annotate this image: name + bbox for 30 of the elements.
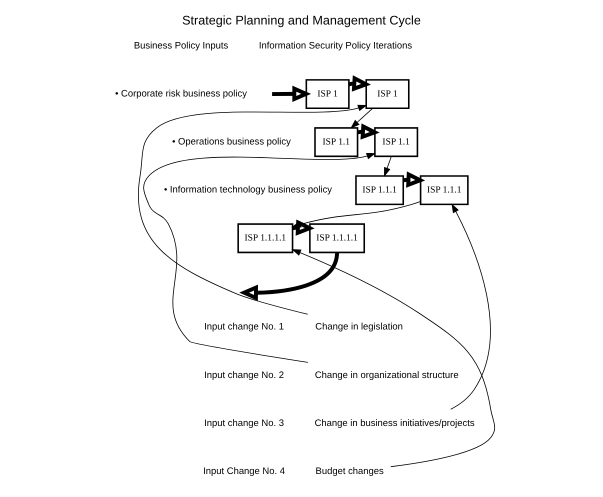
label: Information Security Policy Iterations	[258, 40, 412, 52]
node-text: Change in organizational structure	[314, 370, 459, 381]
node-box: ISP 1	[365, 79, 410, 110]
arrow	[384, 156, 392, 177]
arrow	[292, 249, 496, 468]
arrow	[272, 86, 312, 102]
arrow	[450, 203, 491, 410]
label: • Corporate risk business policy	[115, 88, 247, 100]
node-box: ISP 1.1.1	[420, 175, 469, 206]
label: Input change No. 1	[204, 322, 284, 333]
node-box: ISP 1.1	[314, 127, 358, 158]
label: Input change No. 3	[204, 418, 284, 429]
node-box: ISP 1	[306, 79, 350, 110]
node-box: ISP 1.1.1.1	[237, 223, 294, 254]
arrow	[138, 104, 368, 315]
label: Business Policy Inputs	[134, 40, 228, 52]
node-text: Change in legislation	[315, 322, 403, 333]
node-box: ISP 1.1.1	[355, 175, 404, 206]
label: Input change No. 2	[204, 370, 284, 381]
arrow	[350, 108, 374, 129]
label: • Information technology business policy	[164, 184, 332, 196]
node-box: ISP 1.1.1.1	[309, 223, 366, 254]
label: Input Change No. 4	[203, 466, 286, 477]
node-box: ISP 1.1	[374, 127, 418, 158]
diagram-title: Strategic Planning and Management Cycle	[182, 14, 421, 28]
arrow	[239, 252, 340, 301]
arrow	[143, 152, 376, 363]
node-text: Budget changes	[316, 466, 384, 477]
node-text: Change in business initiatives/projects	[314, 418, 475, 429]
label: • Operations business policy	[172, 136, 291, 148]
